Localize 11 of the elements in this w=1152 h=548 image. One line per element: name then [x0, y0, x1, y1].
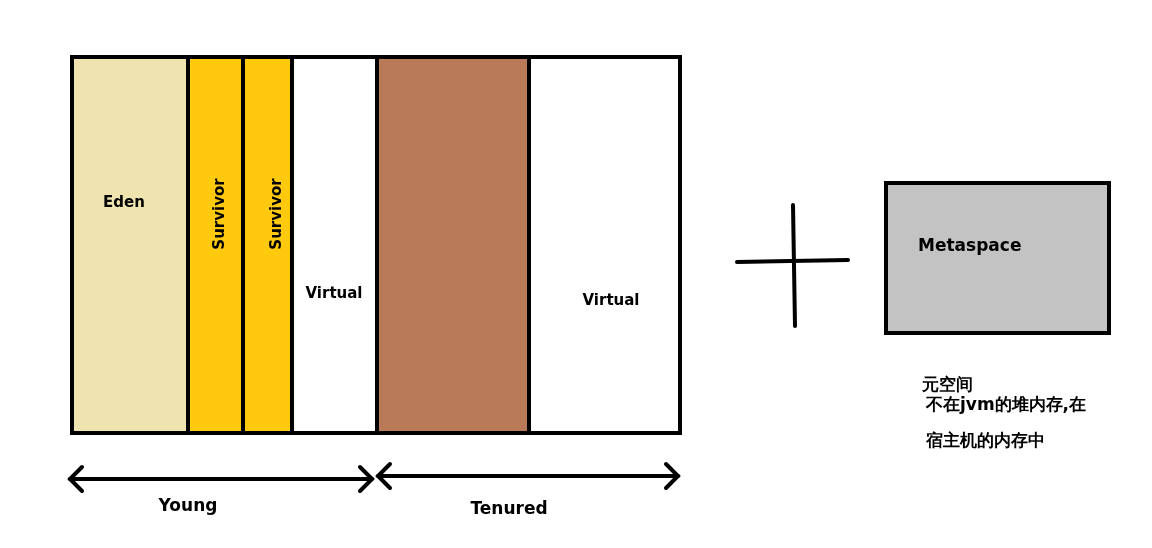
region-label: Survivor — [267, 178, 285, 250]
region-label: Survivor — [210, 178, 228, 250]
region-label: Metaspace — [918, 235, 1022, 255]
section-label: Tenured — [470, 498, 548, 518]
region-label: Eden — [103, 193, 145, 211]
note-text: 元空间 — [922, 373, 974, 396]
metaspace-box — [884, 181, 1111, 335]
region-label: Virtual — [582, 291, 640, 309]
note-text: 不在jvm的堆内存,在宿主机的内存中 — [926, 393, 1088, 452]
section-label: Young — [158, 495, 218, 515]
region-label: Virtual — [305, 284, 363, 302]
